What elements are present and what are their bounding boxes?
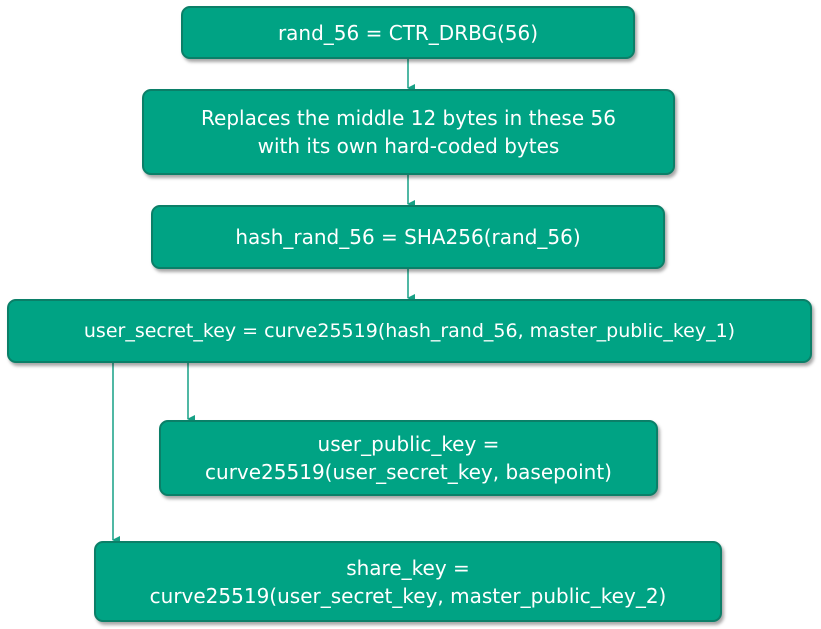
node-public-line-2: curve25519(user_secret_key, basepoint)	[205, 460, 612, 484]
node-hash-text: hash_rand_56 = SHA256(rand_56)	[235, 223, 580, 251]
node-public-line-1: user_public_key =	[317, 432, 500, 456]
node-replace-line-1: Replaces the middle 12 bytes in these 56	[201, 106, 616, 130]
node-rand: rand_56 = CTR_DRBG(56)	[181, 6, 635, 59]
node-share-text: share_key = curve25519(user_secret_key, …	[150, 554, 667, 610]
node-replace-line-2: with its own hard-coded bytes	[257, 134, 560, 158]
node-share-line-1: share_key =	[346, 555, 470, 580]
node-hash: hash_rand_56 = SHA256(rand_56)	[151, 205, 665, 269]
node-hash-line-1: hash_rand_56 = SHA256(rand_56)	[235, 225, 581, 249]
node-rand-text: rand_56 = CTR_DRBG(56)	[278, 19, 538, 47]
node-replace-text: Replaces the middle 12 bytes in these 56…	[201, 104, 616, 160]
node-secret: user_secret_key = curve25519(hash_rand_5…	[7, 299, 812, 363]
node-share-line-2: curve25519(user_secret_key, master_publi…	[149, 583, 667, 608]
node-secret-text: user_secret_key = curve25519(hash_rand_5…	[84, 317, 735, 345]
node-replace: Replaces the middle 12 bytes in these 56…	[142, 89, 675, 175]
node-secret-line-1: user_secret_key = curve25519(hash_rand_5…	[83, 320, 736, 342]
node-public: user_public_key = curve25519(user_secret…	[159, 420, 658, 496]
node-rand-line-1: rand_56 = CTR_DRBG(56)	[277, 20, 539, 45]
node-public-text: user_public_key = curve25519(user_secret…	[205, 430, 612, 486]
node-share: share_key = curve25519(user_secret_key, …	[94, 541, 722, 622]
